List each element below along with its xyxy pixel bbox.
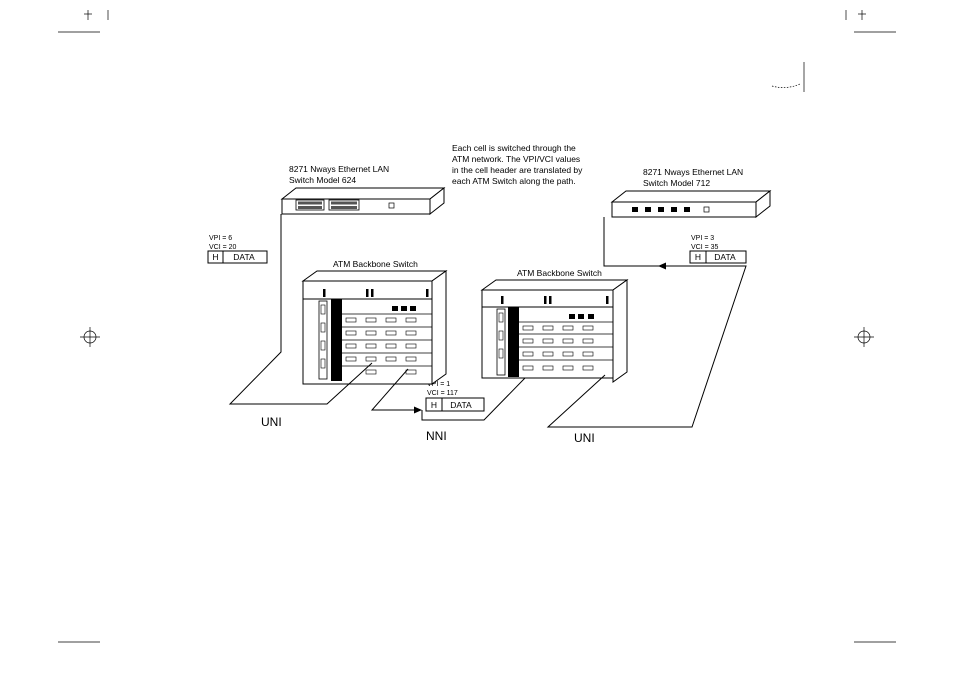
cell-right-header: H: [695, 252, 701, 262]
label-uni-right: UNI: [574, 431, 595, 445]
lan-switch-right-line-2: Switch Model 712: [643, 178, 710, 188]
cell-left-data: DATA: [233, 252, 255, 262]
cell-middle-header: H: [431, 400, 437, 410]
cell-left-header: H: [212, 252, 218, 262]
lan-switch-right-line-1: 8271 Nways Ethernet LAN: [643, 167, 743, 177]
cell-middle-vci: VCI = 117: [427, 390, 458, 397]
cell-middle: VPI = 1 VCI = 117 H DATA: [425, 381, 485, 412]
cell-right-data: DATA: [714, 252, 736, 262]
uni-link-left: [228, 214, 373, 405]
lan-switch-model-624: 8271 Nways Ethernet LAN Switch Model 624: [280, 164, 446, 216]
callout-line-1: Each cell is switched through the: [452, 143, 576, 153]
cell-left-vpi: VPI = 6: [209, 235, 232, 242]
crop-marks: [58, 10, 896, 643]
port-block-left-1: [295, 199, 325, 211]
port-block-left-2: [328, 199, 360, 211]
lan-switch-left-line-1: 8271 Nways Ethernet LAN: [289, 164, 389, 174]
registration-mark-left: [80, 327, 100, 347]
callout-line-3: in the cell header are translated by: [452, 165, 583, 175]
line-card-ports-right: [522, 325, 594, 371]
atm-switch-left-label: ATM Backbone Switch: [333, 259, 418, 269]
atm-switch-right: ATM Backbone Switch: [480, 268, 629, 383]
callout-text: Each cell is switched through the ATM ne…: [452, 143, 583, 186]
cell-left: VPI = 6 VCI = 20 H DATA: [207, 235, 268, 264]
callout-line-4: each ATM Switch along the path.: [452, 176, 576, 186]
cell-right-vci: VCI = 35: [691, 244, 719, 251]
atm-switch-left: ATM Backbone Switch: [301, 259, 448, 385]
cell-middle-data: DATA: [450, 400, 472, 410]
uni-link-right: [546, 217, 747, 428]
cell-left-vci: VCI = 20: [209, 244, 237, 251]
lan-switch-model-712: 8271 Nways Ethernet LAN Switch Model 712: [610, 167, 772, 219]
lan-switch-left-line-2: Switch Model 624: [289, 175, 356, 185]
callout-line-2: ATM network. The VPI/VCI values: [452, 154, 580, 164]
label-uni-left: UNI: [261, 415, 282, 429]
atm-switch-right-label: ATM Backbone Switch: [517, 268, 602, 278]
registration-mark-right: [854, 327, 874, 347]
cell-middle-vpi: VPI = 1: [427, 381, 450, 388]
cell-right: VPI = 3 VCI = 35 H DATA: [689, 235, 747, 264]
label-nni: NNI: [426, 429, 447, 443]
nni-link: [370, 368, 526, 421]
cell-right-vpi: VPI = 3: [691, 235, 714, 242]
